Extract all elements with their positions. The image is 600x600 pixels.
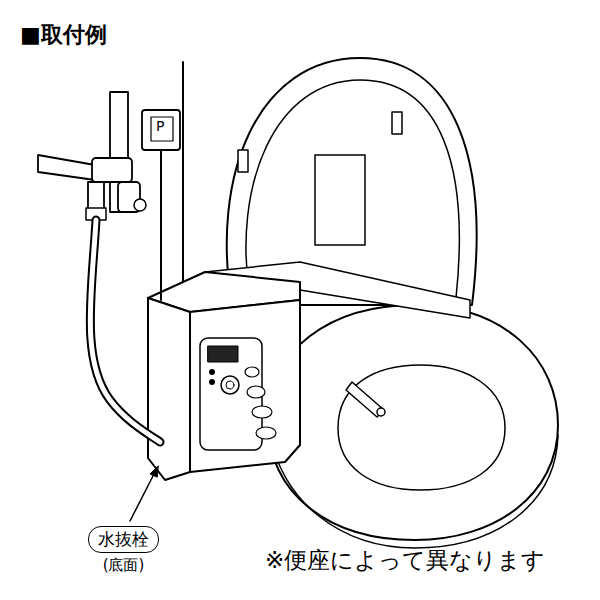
figure-title: ■取付例 <box>20 20 107 50</box>
drain-plug-callout: 水抜栓 (底面) <box>88 526 159 575</box>
plug-letter: P <box>156 118 164 134</box>
note-text: ※便座によって異なります <box>265 545 545 576</box>
callout-sublabel: (底面) <box>88 556 159 575</box>
callout-label: 水抜栓 <box>88 526 159 553</box>
